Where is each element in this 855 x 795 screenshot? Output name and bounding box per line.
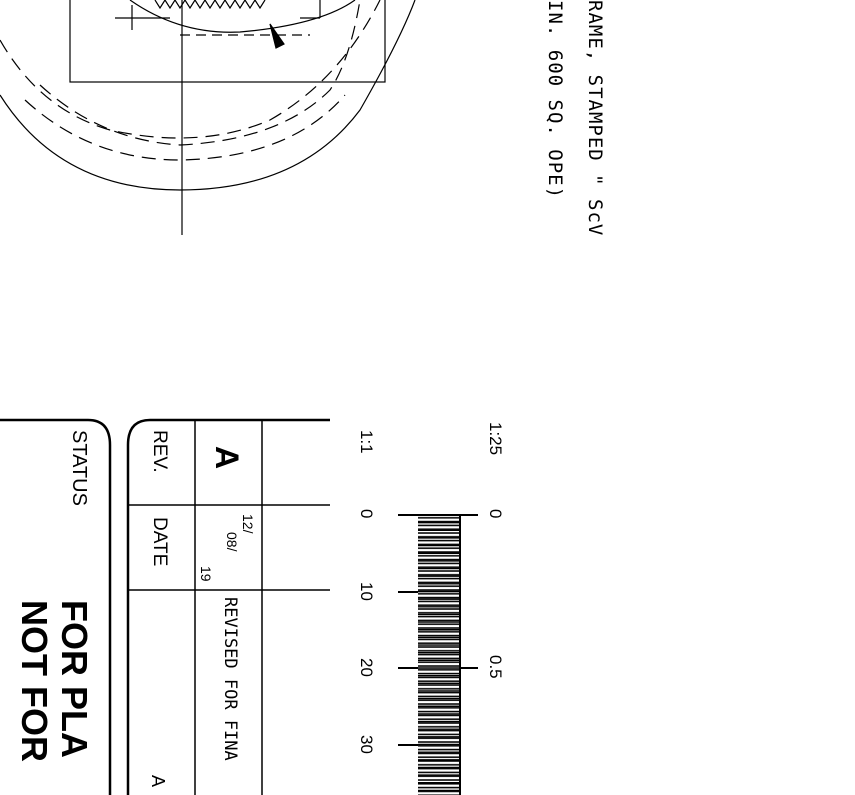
revision-date-year: 19	[198, 566, 214, 582]
dashed-circle-arc-1	[0, 0, 381, 139]
revision-header-date: DATE	[149, 517, 170, 567]
status-line-1: FOR PLA	[54, 600, 95, 758]
scale-label-1-25: 1:25	[486, 422, 505, 456]
outer-circle-arc	[0, 0, 416, 191]
revision-date-day: 12/	[240, 514, 256, 534]
general-note-line-1: RAME, STAMPED " ScV	[584, 0, 606, 237]
status-box-outline	[0, 418, 112, 795]
status-line-2: NOT FOR	[14, 600, 55, 762]
grating-pattern	[154, 0, 266, 10]
scale-bar	[398, 514, 478, 795]
dashed-circle-arc-2	[39, 0, 361, 146]
frame-rectangle	[69, 0, 386, 83]
status-box-frame	[0, 418, 112, 795]
manhole-plan-view	[0, 0, 416, 235]
general-note-line-2: IN. 600 SQ. OPE)	[544, 0, 566, 200]
revision-description: REVISED FOR FINA	[220, 597, 240, 761]
scale-bottom-tick-label-20: 20	[357, 658, 376, 677]
revision-header-rev: REV.	[149, 430, 170, 473]
revision-letter: A	[209, 446, 245, 470]
dashed-circle-arc-3	[24, 94, 346, 161]
leader-arrow-icon	[269, 23, 285, 49]
status-label: STATUS	[68, 430, 90, 506]
scale-bottom-tick-label-30: 30	[357, 735, 376, 754]
scale-top-tick-label-0: 0	[486, 509, 505, 519]
revision-table-outline	[126, 418, 330, 795]
revision-approved: A	[148, 775, 168, 788]
scale-bottom-tick-label-0: 0	[357, 509, 376, 519]
revision-table-frame	[126, 418, 330, 795]
scale-bar-hatch	[418, 515, 460, 795]
scale-label-1-1: 1:1	[357, 430, 376, 454]
revision-date-month: 08/	[224, 532, 240, 552]
scale-bottom-tick-label-10: 10	[357, 582, 376, 601]
scale-top-tick-label-05: 0.5	[486, 655, 505, 679]
